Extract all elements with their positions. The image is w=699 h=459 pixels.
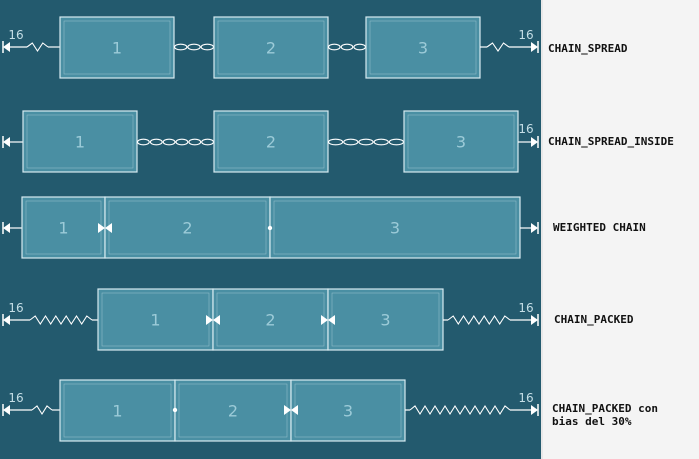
left-arrow <box>3 42 10 52</box>
box-1-label: 1 <box>112 402 122 421</box>
chain-link <box>188 138 202 146</box>
right-arrow <box>531 42 538 52</box>
chain-link <box>136 138 150 146</box>
box-3-label: 3 <box>418 39 428 58</box>
right-margin-value: 16 <box>518 301 533 315</box>
left-margin-value: 16 <box>8 28 23 42</box>
chain-link <box>327 138 344 146</box>
box-2-label: 2 <box>266 133 276 152</box>
box-2 <box>212 288 329 351</box>
chain-link <box>187 43 201 51</box>
chain-arrow <box>321 315 328 325</box>
box-3 <box>327 288 444 351</box>
chain-link <box>340 43 354 51</box>
right-margin-value: 16 <box>518 391 533 405</box>
box-3 <box>269 196 521 259</box>
label-chain-spread: CHAIN_SPREAD <box>548 42 628 55</box>
right-margin-value: 16 <box>518 28 533 42</box>
box-1-label: 1 <box>112 39 122 58</box>
chain-diagram: 16 1 2 3 16 1 2 3 16 1 2 3 16 1 2 3 16 16 1 2 3 16 <box>2 16 539 442</box>
chain-junction <box>267 225 273 231</box>
right-arrow <box>531 223 538 233</box>
chain-arrow <box>328 315 335 325</box>
chain-link <box>343 138 359 146</box>
chain-link <box>327 43 341 51</box>
chain-link <box>388 138 405 146</box>
box-1 <box>59 379 176 442</box>
box-1 <box>59 16 175 79</box>
label-weighted-chain: WEIGHTED CHAIN <box>553 221 646 234</box>
chain-junction <box>172 407 178 413</box>
left-arrow <box>3 405 10 415</box>
box-3-label: 3 <box>456 133 466 152</box>
left-margin-spring <box>26 42 49 53</box>
chain-link <box>175 138 189 146</box>
left-arrow <box>3 315 10 325</box>
box-2-label: 2 <box>228 402 238 421</box>
box-1 <box>22 110 138 173</box>
right-arrow <box>531 405 538 415</box>
left-margin-spring <box>31 405 53 416</box>
box-2-label: 2 <box>182 219 192 238</box>
label-chain-packed-bias: CHAIN_PACKED con bias del 30% <box>552 402 658 428</box>
box-3 <box>403 110 519 173</box>
left-margin-spring <box>29 314 93 326</box>
box-3-label: 3 <box>343 402 353 421</box>
chain-link <box>373 138 389 146</box>
box-2 <box>104 196 271 259</box>
box-1-label: 1 <box>150 311 160 330</box>
chain-link <box>200 43 215 51</box>
box-3-label: 3 <box>390 219 400 238</box>
left-margin-value: 16 <box>8 301 23 315</box>
chain-link <box>353 43 367 51</box>
right-margin-spring <box>409 404 511 416</box>
left-arrow <box>3 223 10 233</box>
chain-arrow <box>98 223 105 233</box>
label-chain-packed: CHAIN_PACKED <box>554 313 634 326</box>
left-margin-value: 16 <box>8 391 23 405</box>
left-arrow <box>3 137 10 147</box>
box-1-label: 1 <box>58 219 68 238</box>
chain-arrow <box>291 405 298 415</box>
box-3 <box>290 379 406 442</box>
box-3-inner-border <box>369 20 477 75</box>
chain-link <box>173 43 188 51</box>
box-1-inner-border <box>63 20 171 75</box>
chain-arrow <box>213 315 220 325</box>
box-3-inner-border <box>273 200 517 255</box>
box-2-inner-border <box>217 114 325 169</box>
box-2 <box>174 379 292 442</box>
box-1 <box>97 288 214 351</box>
right-margin-spring <box>447 314 511 326</box>
right-margin-spring <box>486 42 510 52</box>
chain-link <box>162 138 176 146</box>
box-2 <box>213 110 329 173</box>
chain-link <box>149 138 163 146</box>
chain-link <box>358 138 374 146</box>
box-2 <box>213 16 329 79</box>
box-3-inner-border <box>407 114 515 169</box>
chain-arrow <box>206 315 213 325</box>
right-arrow <box>531 315 538 325</box>
box-1-inner-border <box>26 114 134 169</box>
box-1-label: 1 <box>75 133 85 152</box>
right-arrow <box>531 137 538 147</box>
chain-link <box>201 138 215 146</box>
box-3-label: 3 <box>380 311 390 330</box>
box-3 <box>365 16 481 79</box>
box-2-inner-border <box>217 20 325 75</box>
box-2-label: 2 <box>265 311 275 330</box>
chain-arrow <box>105 223 112 233</box>
label-chain-spread-inside: CHAIN_SPREAD_INSIDE <box>548 135 674 148</box>
box-2-label: 2 <box>266 39 276 58</box>
right-margin-value: 16 <box>518 122 533 136</box>
box-1 <box>21 196 106 259</box>
panel-divider <box>541 0 543 459</box>
box-1-inner-border <box>63 383 172 438</box>
chain-arrow <box>284 405 291 415</box>
